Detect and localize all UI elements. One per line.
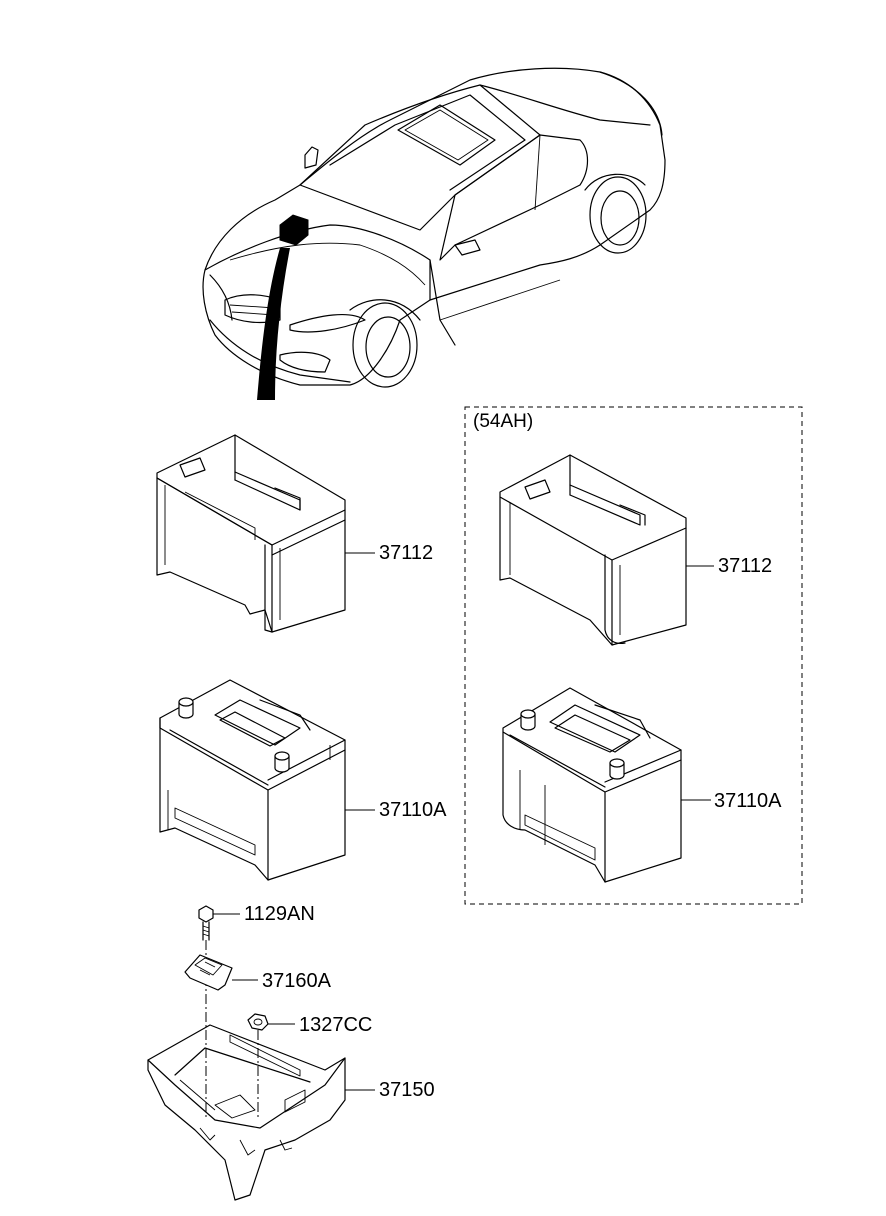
nut	[247, 1013, 295, 1120]
label-box-cover-left: 37112	[379, 542, 434, 564]
label-variant-group: (54AH)	[473, 411, 534, 432]
car-illustration	[202, 67, 666, 400]
bolt	[198, 905, 240, 1120]
variant-group-frame	[464, 406, 803, 905]
box-cover-left	[156, 434, 375, 633]
label-clamp: 37160A	[262, 970, 331, 992]
battery-tray	[147, 1024, 375, 1201]
box-cover-right	[499, 454, 714, 646]
label-battery-right: 37110A	[714, 790, 782, 812]
label-tray: 37150	[379, 1079, 435, 1101]
clamp	[184, 954, 258, 991]
label-box-cover-right: 37112	[718, 555, 773, 577]
battery-left	[159, 679, 375, 881]
label-bolt: 1129AN	[244, 903, 315, 925]
label-nut: 1327CC	[299, 1014, 373, 1036]
battery-right	[502, 687, 711, 883]
label-battery-left: 37110A	[379, 799, 447, 821]
